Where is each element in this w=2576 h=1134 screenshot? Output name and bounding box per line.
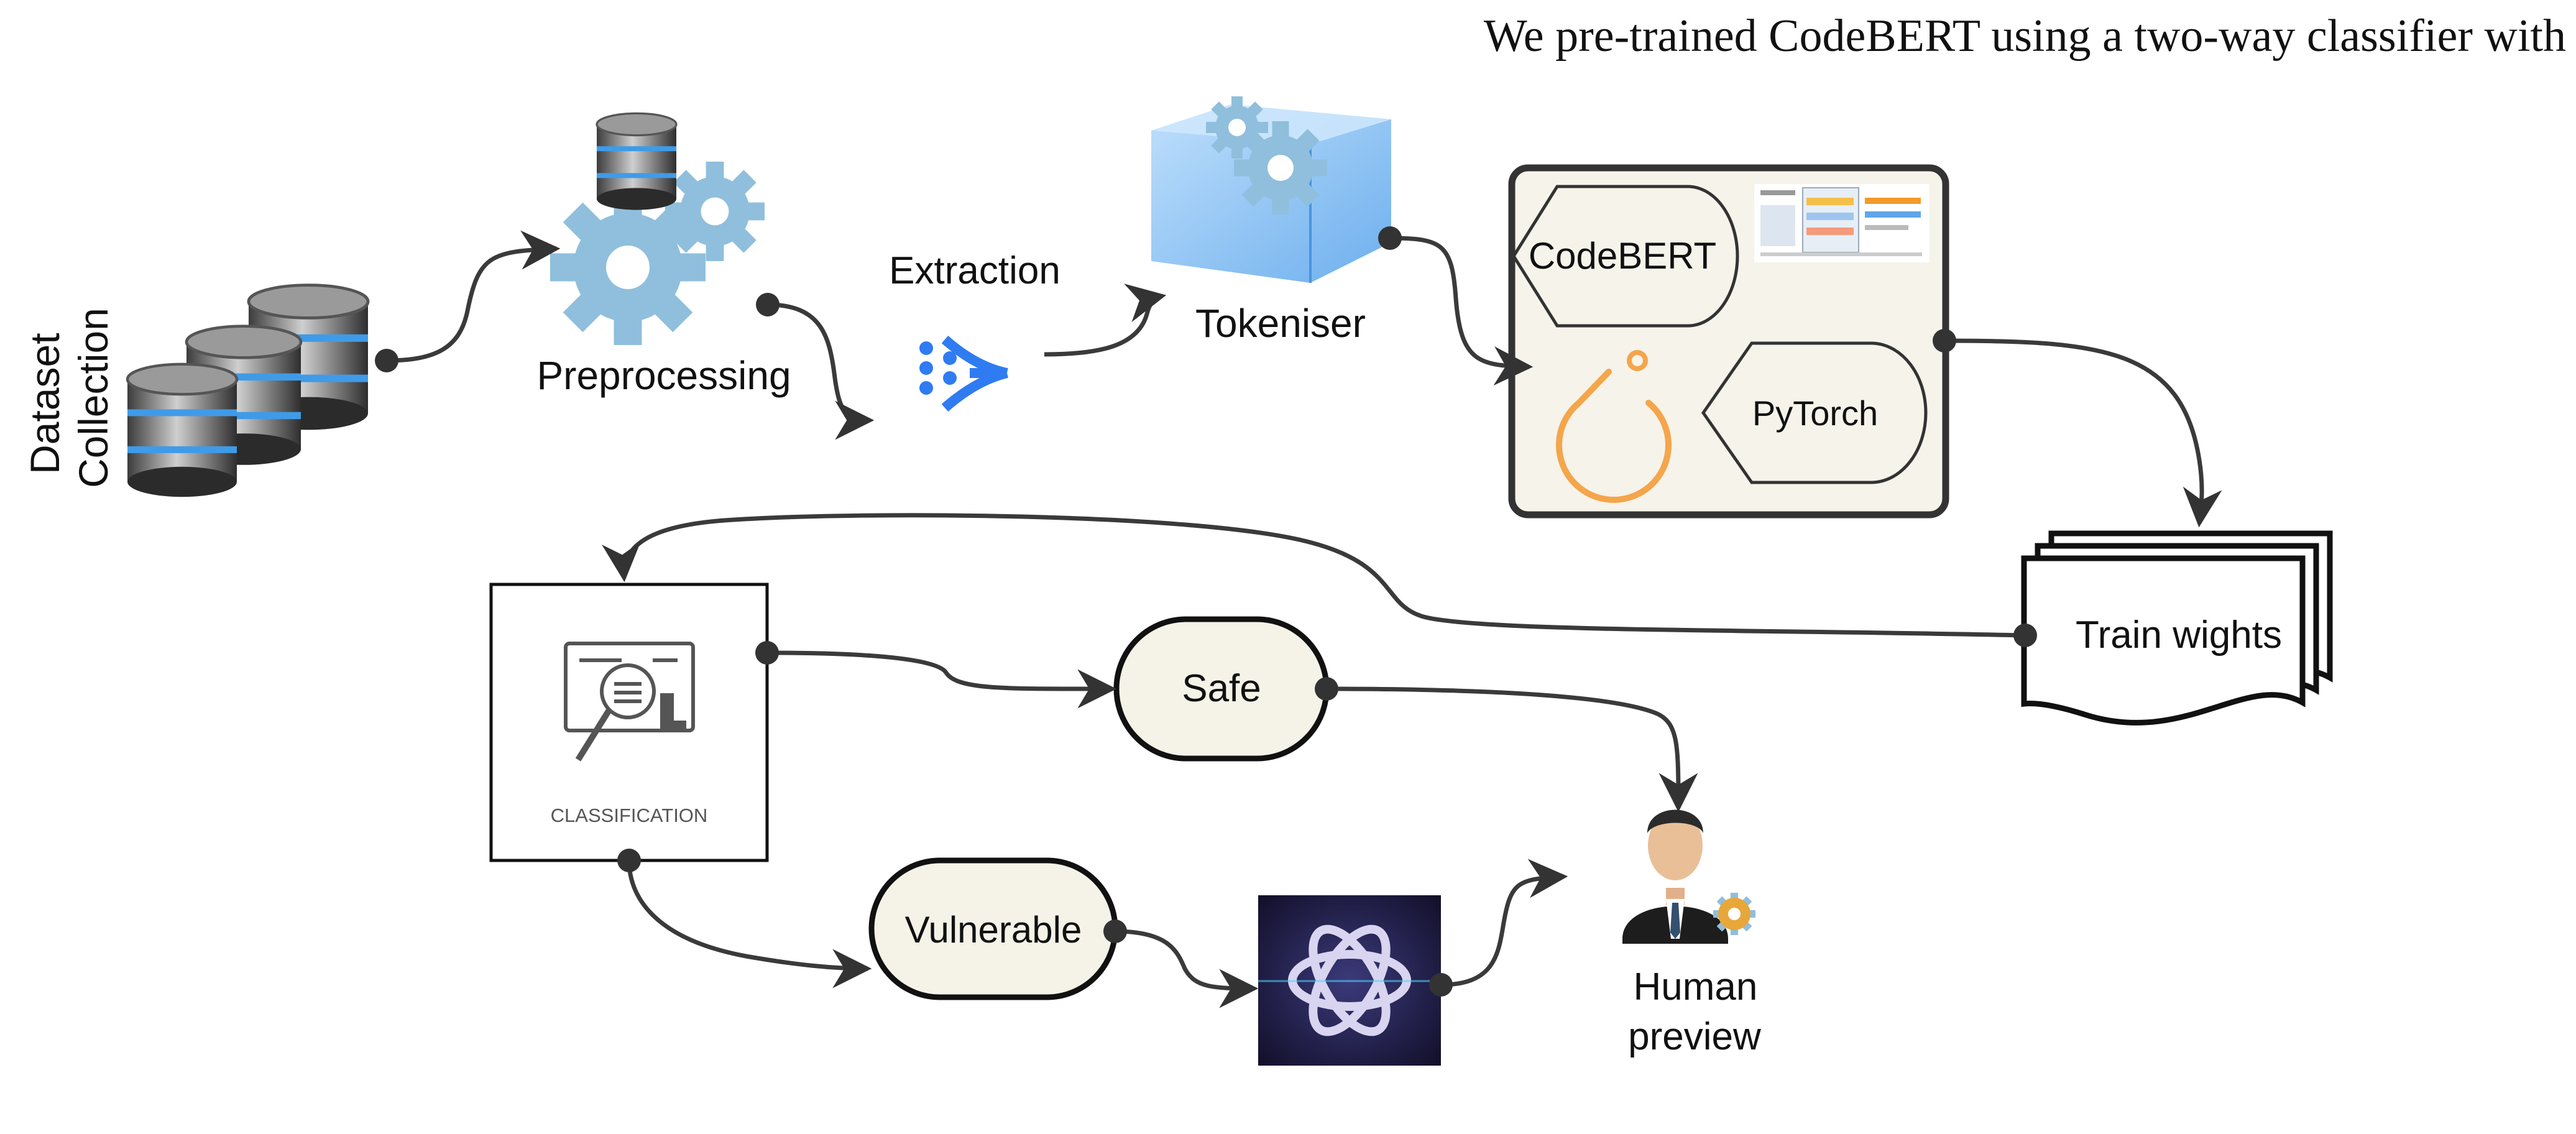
connector-safe-to-human bbox=[1326, 686, 1698, 813]
database-icon bbox=[127, 285, 368, 497]
dataset-label-line1: Dataset bbox=[22, 333, 68, 474]
preprocessing-node: Preprocessing bbox=[536, 112, 791, 398]
safe-label: Safe bbox=[1182, 667, 1261, 710]
model-box: CodeBERT PyTorch bbox=[1508, 164, 1949, 519]
human-preview-label: Human preview bbox=[1628, 966, 1768, 1058]
dataset-collection-node: Dataset Collection bbox=[22, 285, 368, 497]
train-weights-label: Train wights bbox=[2076, 614, 2282, 657]
vulnerable-label: Vulnerable bbox=[905, 909, 1082, 951]
codebert-shape: CodeBERT bbox=[1512, 185, 1739, 328]
classification-label: CLASSIFICATION bbox=[551, 804, 708, 826]
magnifier-icon bbox=[564, 642, 695, 762]
safe-node: Safe bbox=[1113, 616, 1330, 762]
dataset-label-line2: Collection bbox=[70, 308, 116, 488]
connector-weights-to-classification bbox=[602, 513, 2026, 638]
extraction-node: Extraction bbox=[889, 249, 1060, 412]
openai-node bbox=[1258, 895, 1441, 1066]
connector-vulnerable-to-ai bbox=[1115, 929, 1259, 1008]
caption-text: We pre-trained CodeBERT using a two-way … bbox=[1484, 11, 2566, 62]
cube-icon bbox=[1151, 96, 1391, 283]
classification-node: CLASSIFICATION bbox=[489, 583, 769, 862]
human-preview-node: Human preview bbox=[1622, 809, 1768, 1058]
train-weights-node: Train wights bbox=[2021, 530, 2333, 726]
pytorch-label: PyTorch bbox=[1752, 394, 1878, 433]
human-label-line1: Human bbox=[1633, 966, 1757, 1008]
human-label-line2: preview bbox=[1628, 1015, 1761, 1058]
database-icon bbox=[596, 112, 678, 211]
tokeniser-node: Tokeniser bbox=[1151, 96, 1391, 346]
connector-ai-to-human bbox=[1440, 859, 1568, 987]
person-icon bbox=[1622, 809, 1755, 944]
connector-classification-to-safe bbox=[766, 650, 1117, 709]
codebert-label: CodeBERT bbox=[1529, 235, 1716, 277]
extraction-icon bbox=[919, 335, 1008, 412]
pytorch-icon bbox=[1556, 350, 1672, 503]
preprocessing-label: Preprocessing bbox=[536, 353, 791, 398]
connector-extraction-to-tokeniser bbox=[1044, 284, 1167, 357]
connector-preprocessing-to-extraction bbox=[767, 302, 875, 440]
connector-model-to-weights bbox=[1944, 338, 2222, 528]
connector-tokeniser-to-model bbox=[1389, 236, 1534, 386]
dataset-label: Dataset Collection bbox=[22, 308, 116, 488]
paper-thumbnail bbox=[1754, 184, 1930, 262]
pytorch-shape: PyTorch bbox=[1701, 341, 1928, 484]
connector-classification-to-vulnerable bbox=[627, 860, 872, 989]
extraction-label: Extraction bbox=[889, 249, 1060, 292]
tokeniser-label: Tokeniser bbox=[1195, 301, 1366, 346]
vulnerable-node: Vulnerable bbox=[868, 857, 1118, 1000]
connectors bbox=[375, 226, 2222, 1008]
connector-dataset-to-preprocessing bbox=[386, 230, 561, 363]
